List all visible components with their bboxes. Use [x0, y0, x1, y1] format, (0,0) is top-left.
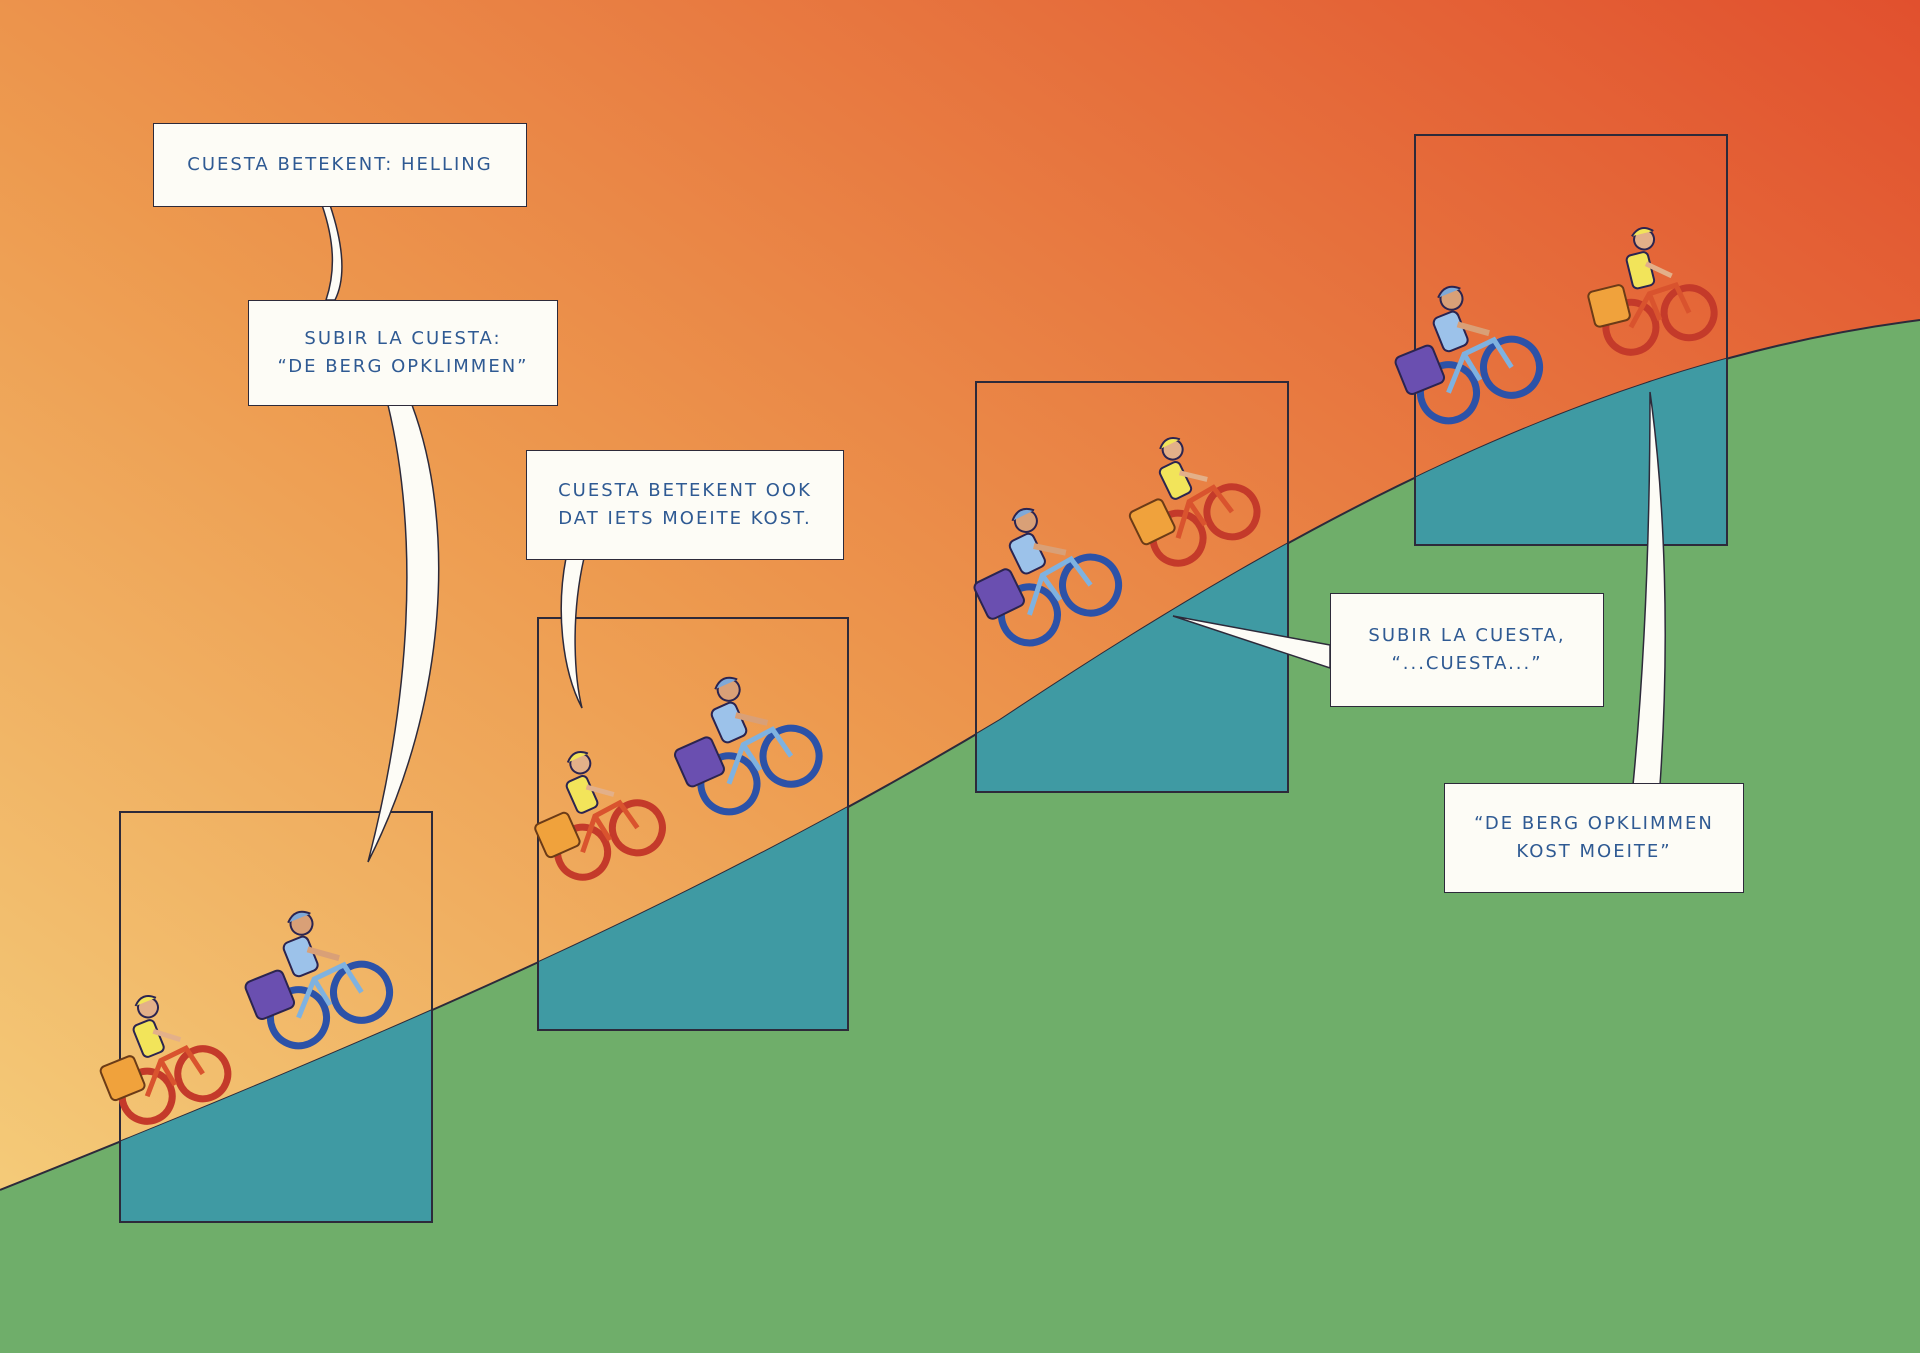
caption-2-line-1: Subir la cuesta: — [304, 328, 502, 350]
caption-3-line-1: Cuesta betekent ook — [558, 480, 812, 502]
caption-1-text: Cuesta betekent: helling — [187, 154, 493, 176]
caption-3-line-2: dat iets moeite kost. — [558, 508, 812, 529]
caption-3-tail — [560, 557, 585, 709]
caption-berg-moeite: “De berg opklimmen kost moeite” — [1444, 783, 1744, 893]
caption-cuesta-helling: Cuesta betekent: helling — [153, 123, 527, 207]
caption-5-line-2: kost moeite” — [1516, 841, 1672, 862]
caption-cuesta-echo: Subir la cuesta, “...cuesta...” — [1330, 593, 1604, 707]
green-hill — [0, 320, 1920, 1353]
caption-2-line-2: “De berg opklimmen” — [277, 356, 529, 377]
caption-5-tail — [1632, 391, 1666, 786]
caption-4-line-2: “...cuesta...” — [1391, 653, 1543, 674]
caption-subir-la-cuesta: Subir la cuesta: “De berg opklimmen” — [248, 300, 558, 406]
caption-4-line-1: Subir la cuesta, — [1368, 625, 1566, 647]
caption-5-line-1: “De berg opklimmen — [1474, 813, 1714, 835]
caption-2-tail — [367, 404, 440, 863]
caption-moeite-kost: Cuesta betekent ook dat iets moeite kost… — [526, 450, 844, 560]
